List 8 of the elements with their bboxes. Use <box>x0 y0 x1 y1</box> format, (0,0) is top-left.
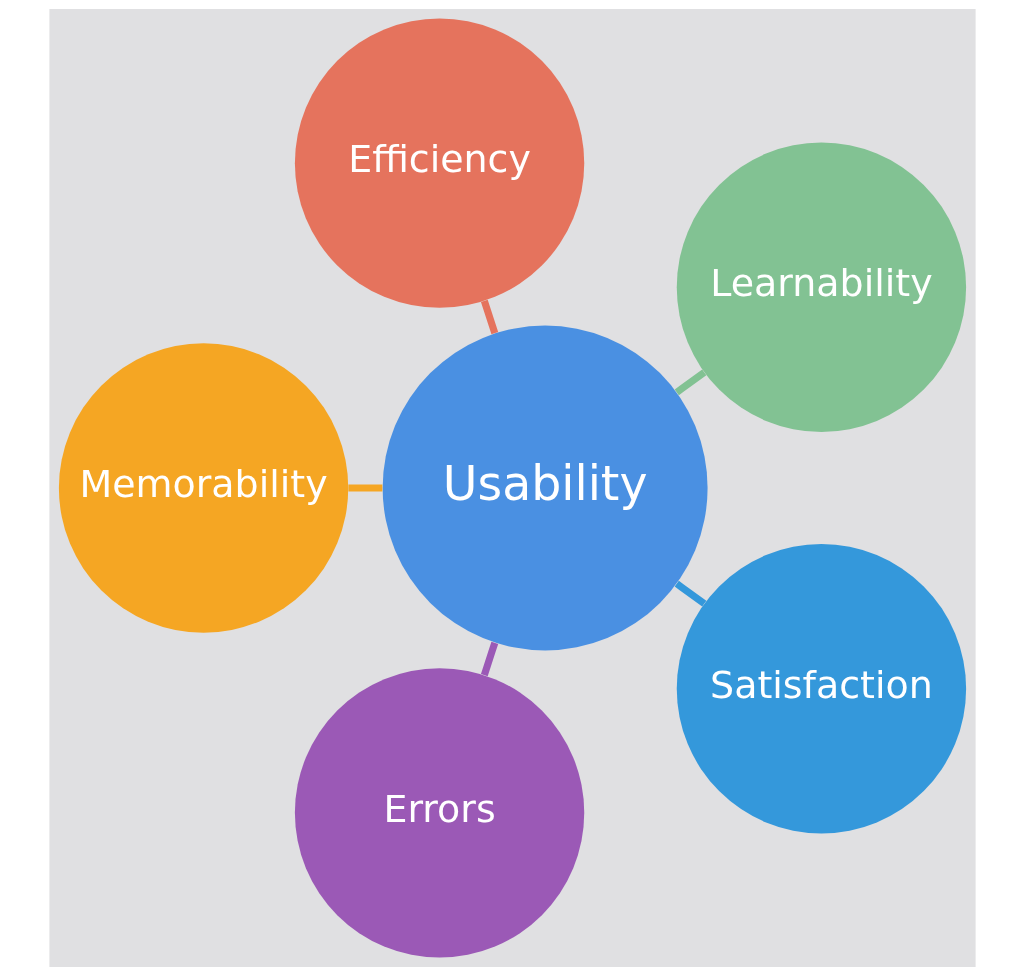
node-circle: Efficiency <box>294 18 584 308</box>
node-circle: Errors <box>294 667 584 957</box>
connector <box>674 580 706 606</box>
connector <box>674 368 706 395</box>
connector <box>347 483 382 492</box>
node-circle: Memorability <box>58 342 348 633</box>
connector <box>480 299 498 334</box>
connector <box>480 641 498 676</box>
